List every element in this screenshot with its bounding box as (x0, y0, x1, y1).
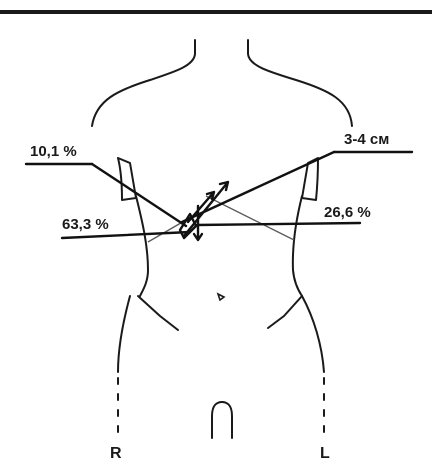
torso-left-side (293, 196, 302, 296)
hip-right-line (138, 296, 178, 330)
label-side-right: R (110, 445, 122, 462)
label-distance: 3-4 см (344, 131, 389, 148)
lower-body-right (118, 296, 130, 372)
torso-right-side (136, 196, 148, 296)
hip-left-line (268, 296, 302, 328)
right-arm-outline (118, 158, 136, 200)
groin-outline (212, 402, 232, 438)
neck-right-outline (248, 40, 352, 126)
label-10-percent: 10,1 % (30, 143, 77, 160)
leader-26-percent (196, 223, 360, 225)
label-26-percent: 26,6 % (324, 204, 371, 221)
label-side-left: L (320, 445, 330, 462)
neck-left-outline (92, 40, 195, 126)
label-63-percent: 63,3 % (62, 216, 109, 233)
lower-body-left (302, 296, 324, 372)
navel-mark (218, 294, 224, 300)
projection-line-2 (206, 196, 294, 240)
diagonal-arrow (184, 182, 228, 236)
